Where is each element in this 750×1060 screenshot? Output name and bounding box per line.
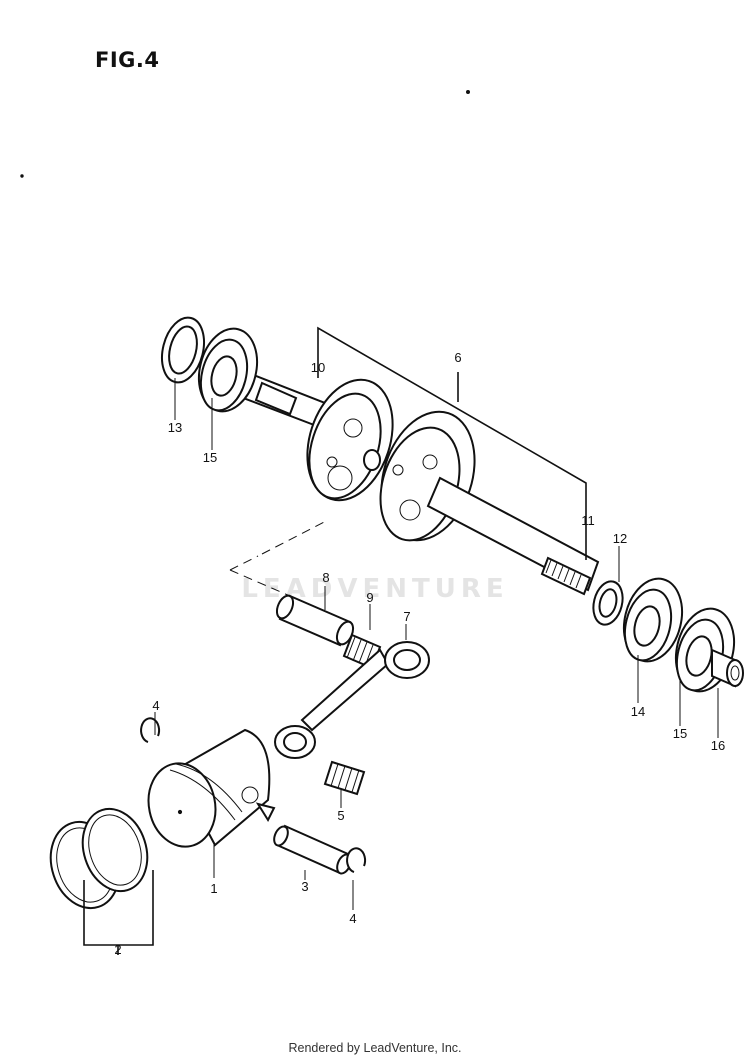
figure-title: FIG.4 bbox=[95, 48, 160, 72]
bearing-left bbox=[197, 327, 259, 413]
callout-4-lower: 4 bbox=[349, 911, 356, 926]
callout-6: 6 bbox=[454, 350, 461, 365]
callout-3: 3 bbox=[301, 879, 308, 894]
callout-8: 8 bbox=[322, 570, 329, 585]
needle-bearing-lower bbox=[323, 760, 366, 796]
callout-13: 13 bbox=[168, 420, 182, 435]
bearing-right-inner bbox=[622, 577, 684, 663]
callout-9: 9 bbox=[366, 590, 373, 605]
callout-1: 1 bbox=[210, 881, 217, 896]
callout-15-left: 15 bbox=[203, 450, 217, 465]
callout-15-right: 15 bbox=[673, 726, 687, 741]
callout-4-upper: 4 bbox=[152, 698, 159, 713]
oil-seal-left bbox=[161, 316, 205, 384]
speck bbox=[466, 90, 470, 94]
spacer-right bbox=[711, 648, 744, 688]
callout-14: 14 bbox=[631, 704, 645, 719]
piston-pin-lower bbox=[273, 824, 352, 875]
callout-11: 11 bbox=[581, 513, 595, 528]
shim-right bbox=[592, 580, 624, 626]
callouts: 1 2 3 4 4 5 6 7 8 9 10 11 12 13 14 15 15… bbox=[114, 350, 725, 957]
piston bbox=[147, 728, 276, 848]
callout-10: 10 bbox=[311, 360, 325, 375]
connecting-rod bbox=[274, 641, 430, 759]
callout-12: 12 bbox=[613, 531, 627, 546]
callout-2: 2 bbox=[114, 942, 121, 957]
circlip-upper bbox=[140, 717, 161, 743]
footer-credit: Rendered by LeadVenture, Inc. bbox=[288, 1041, 462, 1055]
leader-lines bbox=[83, 326, 719, 955]
crankshaft-assembly bbox=[236, 370, 600, 596]
piston-pin-upper bbox=[275, 594, 355, 647]
callout-5: 5 bbox=[337, 808, 344, 823]
piston-rings bbox=[49, 807, 149, 910]
callout-7: 7 bbox=[403, 609, 410, 624]
circlip-lower bbox=[346, 847, 367, 873]
speck bbox=[20, 174, 24, 178]
callout-16: 16 bbox=[711, 738, 725, 753]
